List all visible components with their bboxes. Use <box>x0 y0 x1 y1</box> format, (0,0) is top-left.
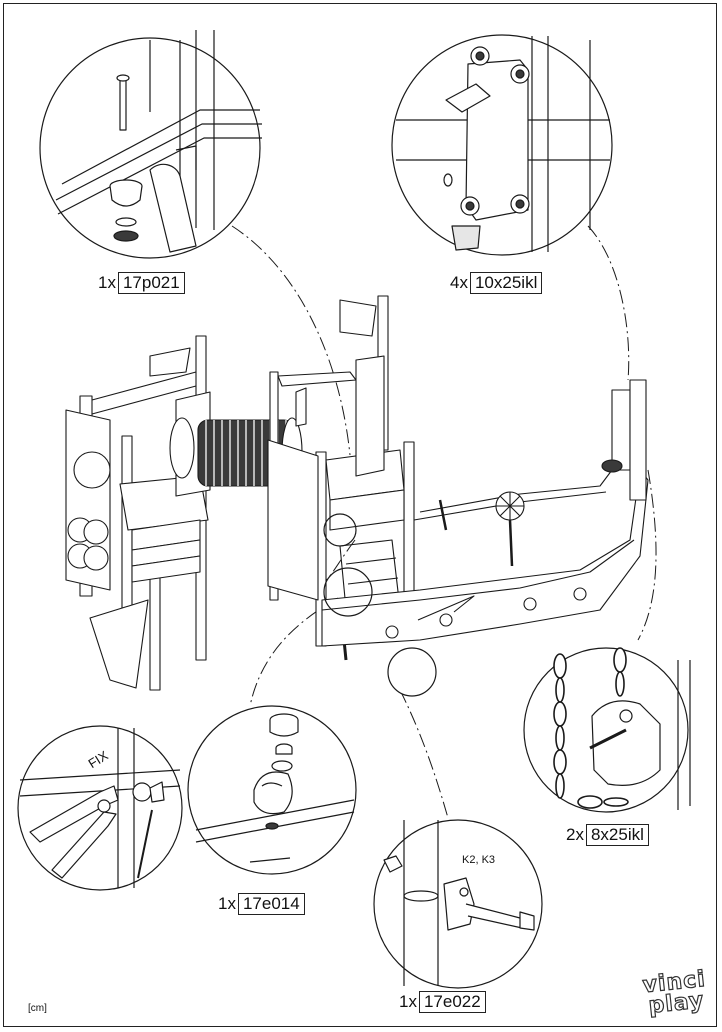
detail-circle-bolt-bumper <box>39 30 262 259</box>
detail-circle-chain <box>523 647 691 813</box>
part-quantity: 4x <box>450 273 468 292</box>
page-border <box>3 3 717 1027</box>
main-structure <box>65 295 649 691</box>
part-quantity: 2x <box>566 825 584 844</box>
part-code: 17e022 <box>418 991 486 1013</box>
detail-circle-bracket-screws <box>391 34 613 256</box>
part-code: 17p021 <box>117 272 185 294</box>
detail-circle-post-bracket <box>373 819 543 989</box>
unit-label: [cm] <box>28 1003 47 1014</box>
part-code: 10x25ikl <box>469 272 543 294</box>
brand-logo: vinci play <box>637 966 714 1029</box>
part-callout-bolt: 1x 17p021 <box>98 272 185 294</box>
brand-line-2: play <box>647 988 706 1020</box>
highlight-circle-ladder <box>323 567 373 617</box>
highlight-circle-post <box>387 647 437 697</box>
part-callout-screws: 4x 10x25ikl <box>450 272 543 294</box>
part-code: 8x25ikl <box>585 824 649 846</box>
part-callout-cap: 1x 17e014 <box>218 893 305 915</box>
hardware-note: K2, K3 <box>462 854 496 866</box>
part-code: 17e014 <box>237 893 305 915</box>
part-quantity: 1x <box>218 894 236 913</box>
highlight-circle-handle <box>323 513 357 547</box>
part-quantity: 1x <box>98 273 116 292</box>
part-quantity: 1x <box>399 992 417 1011</box>
detail-circle-cap-nut <box>187 705 357 875</box>
part-callout-bracket: 1x 17e022 <box>399 991 486 1013</box>
detail-circle-pliers <box>17 725 183 891</box>
part-callout-chain-screws: 2x 8x25ikl <box>566 824 649 846</box>
